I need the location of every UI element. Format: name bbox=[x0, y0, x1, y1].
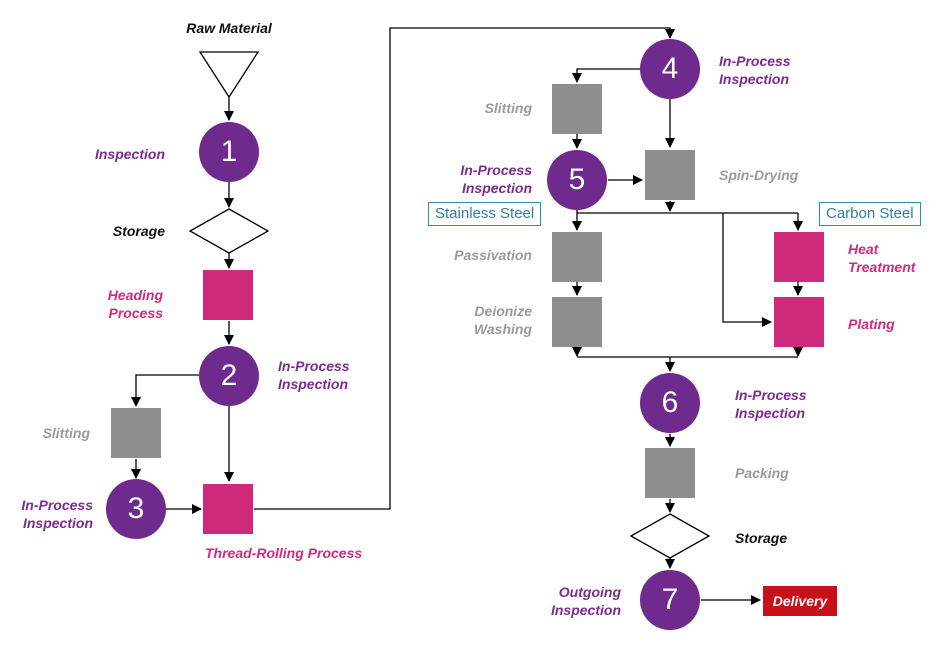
inproc-6-line-1: In-Process bbox=[735, 387, 807, 403]
step-2-circle: 2 bbox=[199, 346, 259, 406]
deionize-washing-box bbox=[552, 297, 602, 347]
inproc-2-line-1: In-Process bbox=[278, 358, 350, 374]
step-5-circle: 5 bbox=[547, 150, 607, 210]
outgoing-line-1: Outgoing bbox=[558, 584, 621, 600]
stainless-steel-tag: Stainless Steel bbox=[428, 202, 542, 226]
storage-bottom-label: Storage bbox=[735, 530, 788, 546]
plating-label: Plating bbox=[848, 316, 895, 332]
inproc-6-line-2: Inspection bbox=[735, 405, 806, 421]
storage-top-label: Storage bbox=[112, 223, 165, 239]
inproc-6-label: In-Process Inspection bbox=[735, 386, 807, 422]
deionize-washing-label: Deionize Washing bbox=[420, 302, 532, 338]
heat-treatment-line-1: Heat bbox=[848, 241, 879, 257]
inproc-5-line-2: Inspection bbox=[461, 180, 532, 196]
delivery-badge: Delivery bbox=[763, 586, 837, 616]
storage-diamond-bottom bbox=[629, 513, 711, 559]
inproc-2-label: In-Process Inspection bbox=[278, 357, 350, 393]
raw-material-label: Raw Material bbox=[186, 20, 272, 36]
step-1-circle: 1 bbox=[199, 122, 259, 182]
inproc-4-line-1: In-Process bbox=[719, 53, 791, 69]
heading-process-line-1: Heading bbox=[107, 287, 163, 303]
inproc-4-line-2: Inspection bbox=[719, 71, 790, 87]
thread-rolling-label: Thread-Rolling Process bbox=[205, 545, 363, 561]
step-4-circle: 4 bbox=[640, 39, 700, 99]
passivation-label: Passivation bbox=[454, 247, 532, 263]
spin-drying-label: Spin-Drying bbox=[719, 167, 799, 183]
step-7-circle: 7 bbox=[640, 570, 700, 630]
deionize-line-2: Washing bbox=[473, 321, 532, 337]
slitting-right-label: Slitting bbox=[484, 100, 532, 116]
inproc-3-line-2: Inspection bbox=[22, 515, 93, 531]
packing-box bbox=[645, 448, 695, 498]
heading-process-line-2: Process bbox=[108, 305, 163, 321]
heat-treatment-box bbox=[774, 232, 824, 282]
spin-drying-box bbox=[645, 150, 695, 200]
outgoing-inspection-label: Outgoing Inspection bbox=[500, 583, 621, 619]
inspection-label: Inspection bbox=[94, 146, 165, 162]
thread-rolling-box bbox=[203, 484, 253, 534]
slitting-right-box bbox=[552, 84, 602, 134]
storage-diamond-top bbox=[188, 208, 270, 254]
carbon-steel-tag: Carbon Steel bbox=[819, 202, 921, 226]
inproc-3-line-1: In-Process bbox=[21, 497, 93, 513]
heading-process-label: Heading Process bbox=[60, 286, 163, 322]
slitting-left-label: Slitting bbox=[42, 425, 90, 441]
heading-process-box bbox=[203, 270, 253, 320]
heat-treatment-line-2: Treatment bbox=[848, 259, 916, 275]
packing-label: Packing bbox=[735, 465, 789, 481]
step-3-circle: 3 bbox=[106, 479, 166, 539]
slitting-left-box bbox=[111, 408, 161, 458]
heat-treatment-label: Heat Treatment bbox=[848, 240, 915, 276]
inproc-5-line-1: In-Process bbox=[460, 162, 532, 178]
inproc-3-label: In-Process Inspection bbox=[0, 496, 93, 532]
deionize-line-1: Deionize bbox=[474, 303, 532, 319]
inproc-2-line-2: Inspection bbox=[278, 376, 349, 392]
passivation-box bbox=[552, 232, 602, 282]
inproc-4-label: In-Process Inspection bbox=[719, 52, 791, 88]
plating-box bbox=[774, 297, 824, 347]
raw-material-triangle bbox=[198, 51, 260, 99]
step-6-circle: 6 bbox=[640, 373, 700, 433]
inproc-5-label: In-Process Inspection bbox=[420, 161, 532, 197]
outgoing-line-2: Inspection bbox=[550, 602, 621, 618]
